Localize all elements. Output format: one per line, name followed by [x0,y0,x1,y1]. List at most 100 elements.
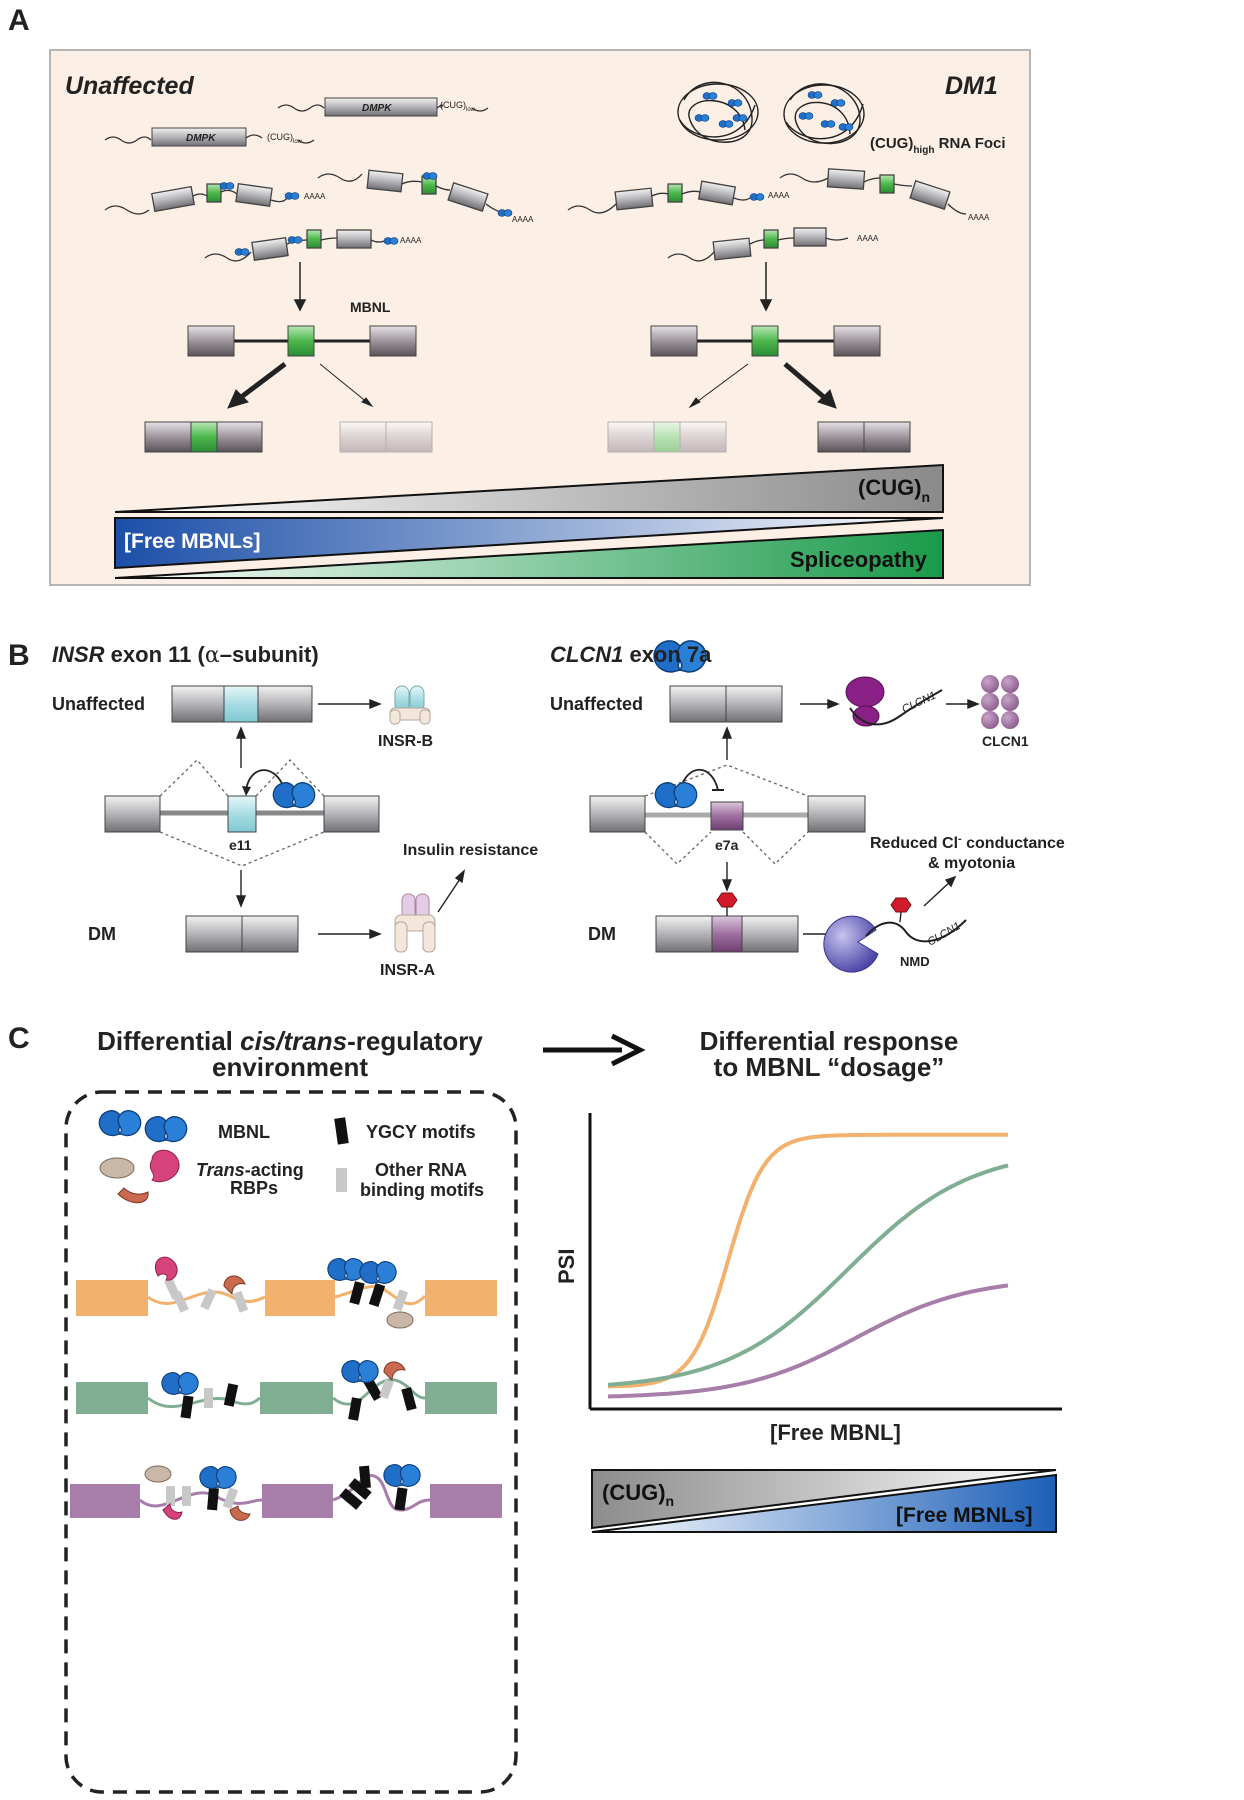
right-heading-line2: to MBNL “dosage” [714,1052,945,1082]
insr-dm-label: DM [88,924,116,944]
insulin-resistance-label: Insulin resistance [403,842,538,859]
mbnl-bound [161,1372,199,1395]
svg-text:(CUG)low: (CUG)low [440,100,476,113]
unaffected-pre-mrna-2: AAAA [317,169,534,224]
rna-foci [677,81,865,145]
mbnl-bound [287,236,303,244]
insr-unaffected-mrna [171,685,313,723]
svg-text:AAAA: AAAA [304,192,326,201]
mbnl-protein-icon [272,782,316,809]
panel-c-letter: C [8,1022,30,1055]
legend-mbnl-label: MBNL [218,1122,270,1142]
mbnl-bound [234,248,250,256]
legend-other-label-1: Other RNA [375,1160,467,1180]
psi-curve-1 [607,1132,1008,1389]
dose-response-chart: PSI [Free MBNL] [554,1113,1062,1445]
reduced-conductance-label: Reduced Cl- conductance [870,833,1065,852]
svg-text:DMPK: DMPK [186,133,216,144]
stop-codon-icon [890,897,912,913]
insr-title: INSR exon 11 (α–subunit) [52,642,319,668]
nmd-label: NMD [900,954,930,969]
stop-codon-icon [716,892,738,908]
svg-text:AAAA: AAAA [400,236,422,245]
purple-transcript [70,1465,502,1521]
mbnl-label: MBNL [350,299,391,315]
mbnl-bound [749,193,765,201]
mbnl-bound [284,192,300,200]
dm1-pre-mrna-2: AAAA [779,168,990,222]
e11-label: e11 [229,837,252,853]
spliceopathy-gradient-wedge [114,528,944,579]
legend-ygcy-label: YGCY motifs [366,1122,476,1142]
heading-arrow [543,1033,646,1067]
mbnl-bound [327,1258,365,1281]
insr-pre-mrna [104,759,380,867]
panel-b-letter: B [8,639,30,672]
dm1-title: DM1 [945,72,998,100]
mbnl-bound [219,182,235,190]
svg-text:AAAA: AAAA [857,234,879,243]
right-heading-line1: Differential response [700,1026,959,1056]
arrows-clcn1 [721,698,980,940]
free-mbnl-gradient-wedge-c [591,1473,1057,1533]
legend-trans-label: Trans-acting [196,1160,304,1180]
clcn1-unaffected-label: Unaffected [550,694,643,714]
cug-gradient-label-c: (CUG)n [602,1480,674,1509]
processing-arrow [293,262,773,312]
insr-dm-mrna [185,915,299,953]
svg-text:AAAA: AAAA [968,213,990,222]
cis-trans-dashed-box [64,1090,518,1794]
legend-other-label-2: binding motifs [360,1180,484,1200]
left-heading-line2: environment [212,1052,368,1082]
ygcy-legend-swatch [334,1117,349,1145]
clcn1-mrna-label-top: CLCN1 [900,690,938,716]
mrna-exclusion [817,421,911,453]
insr-b-receptor [389,685,431,725]
x-axis-label: [Free MBNL] [770,1420,901,1445]
clcn1-unaffected-mrna [669,685,783,723]
spliceopathy-gradient-label: Spliceopathy [790,547,928,572]
svg-text:DMPK: DMPK [362,103,392,114]
foci-label: (CUG)high RNA Foci [870,135,1006,156]
unaffected-pre-mrna-3: AAAA [204,229,422,262]
mrna-exclusion-faint [339,421,433,453]
free-mbnl-gradient-wedge [114,517,944,570]
other-motif-legend-swatch [336,1168,347,1192]
cug-gradient-wedge [114,463,944,513]
svg-text:AAAA: AAAA [768,191,790,200]
clcn1-dm-mrna [655,906,799,953]
svg-text:AAAA: AAAA [512,215,534,224]
mbnl-legend-icon [144,1116,188,1143]
nmd-complex-icon [823,915,879,973]
unaffected-minigene [187,325,417,357]
legend-rbps-label: RBPs [230,1178,278,1198]
cug-gradient-label: (CUG)n [858,475,930,505]
mbnl-bound [422,172,438,180]
mbnl-bound [199,1466,237,1489]
arrows-insr [235,698,466,940]
y-axis-label: PSI [554,1249,579,1284]
mrna-inclusion [144,421,263,453]
splice-arrows [227,362,837,409]
dm1-pre-mrna-3: AAAA [667,227,879,262]
mbnl-bound [341,1360,379,1383]
mbnl-bound [497,209,513,217]
dmpk-transcript-1: DMPK (CUG)low [104,127,315,147]
mbnl-bound [359,1261,397,1284]
mbnl-protein-icon [654,782,698,809]
clcn1-title: CLCN1 exon 7a [550,642,712,667]
dm1-minigene [650,325,881,357]
ribosome-icon [845,676,943,727]
degraded-mrna [865,919,967,943]
e7a-label: e7a [715,837,739,853]
mrna-inclusion-faint [607,421,727,453]
psi-curve-2 [607,1163,1009,1387]
left-heading-line1: Differential cis/trans-regulatory [97,1026,483,1056]
unaffected-title: Unaffected [65,72,194,100]
mbnl-bound [383,237,399,245]
svg-text:(CUG)low: (CUG)low [267,132,303,145]
dmpk-transcript-2: DMPK (CUG)low [277,97,489,117]
psi-curve-3 [607,1283,1009,1399]
clcn1-pre-mrna [589,764,866,865]
